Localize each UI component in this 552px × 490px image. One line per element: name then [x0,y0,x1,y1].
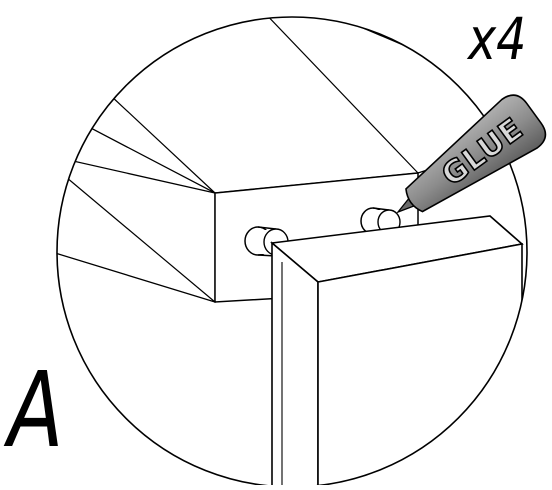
rail-back-edge-line [259,17,419,174]
quantity-label: x4 [468,5,527,73]
rail-side-edge-line [59,171,216,303]
rail-top-edge-line [109,94,216,194]
step-letter: A [8,349,64,471]
post-front-face [271,241,319,487]
